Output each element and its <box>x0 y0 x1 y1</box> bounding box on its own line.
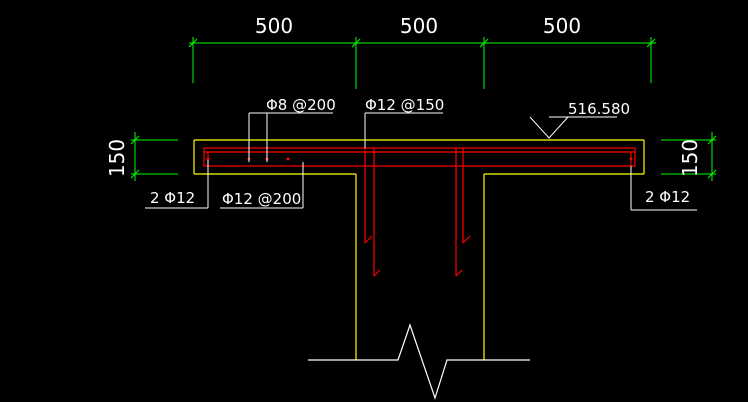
elevation-label: 516.580 <box>568 100 630 118</box>
break-line <box>308 323 530 400</box>
right-thickness-label: 150 <box>678 139 702 177</box>
left-thickness-label: 150 <box>105 139 129 177</box>
right-thickness-dimension <box>661 132 717 181</box>
top-dimension-chain <box>188 37 656 89</box>
rebar-dots <box>206 157 633 161</box>
annotation-leaders <box>145 112 697 211</box>
dimension-label-1: 500 <box>255 14 293 38</box>
dimension-label-2: 500 <box>400 14 438 38</box>
slab-reinforcement <box>203 147 636 167</box>
left-edge-bars-label: 2 Φ12 <box>150 189 195 207</box>
left-thickness-dimension <box>130 132 178 181</box>
top-bar-b-label: Φ12 @150 <box>365 96 444 114</box>
right-edge-bars-label: 2 Φ12 <box>645 188 690 206</box>
dimension-label-3: 500 <box>543 14 581 38</box>
wall-reinforcement <box>364 148 471 277</box>
concrete-outline <box>193 139 645 360</box>
bottom-bar-label: Φ12 @200 <box>222 190 301 208</box>
top-bar-a-label: Φ8 @200 <box>266 96 336 114</box>
